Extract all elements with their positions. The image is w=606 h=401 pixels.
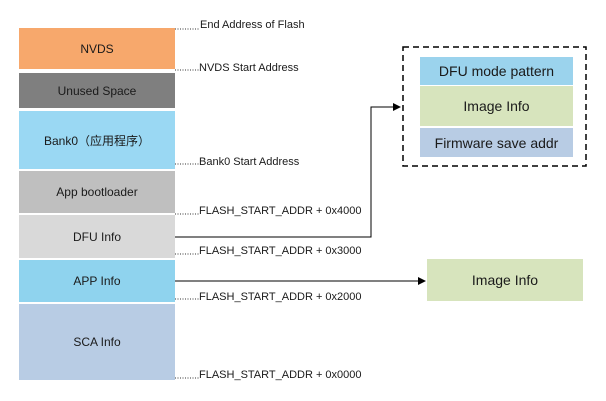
dfu-detail-firmware-save-addr: Firmware save addr [420,128,573,157]
address-leader-lines [175,28,199,379]
dfu-detail-image-info: Image Info [420,86,573,126]
block-app-bootloader: App bootloader [19,171,175,213]
block-unused-space: Unused Space [19,73,175,108]
address-label-bank0-start: Bank0 Start Address [199,156,300,168]
address-label-nvds-start: NVDS Start Address [199,62,299,74]
block-app-info: APP Info [19,260,175,302]
dfu-info-detail-container [402,46,587,167]
block-bank0: Bank0（应用程序） [19,111,175,169]
dfu-info-arrow [175,103,401,238]
block-sca-info: SCA Info [19,304,175,380]
address-label-0x4000: FLASH_START_ADDR + 0x4000 [199,205,362,217]
dfu-detail-mode-pattern: DFU mode pattern [420,57,573,85]
address-label-0x3000: FLASH_START_ADDR + 0x3000 [199,245,362,257]
block-nvds: NVDS [19,28,175,69]
block-dfu-info: DFU Info [19,215,175,258]
address-label-end-of-flash: End Address of Flash [200,19,305,31]
app-detail-image-info: Image Info [427,259,583,301]
address-label-0x2000: FLASH_START_ADDR + 0x2000 [199,291,362,303]
address-label-0x0000: FLASH_START_ADDR + 0x0000 [199,369,362,381]
